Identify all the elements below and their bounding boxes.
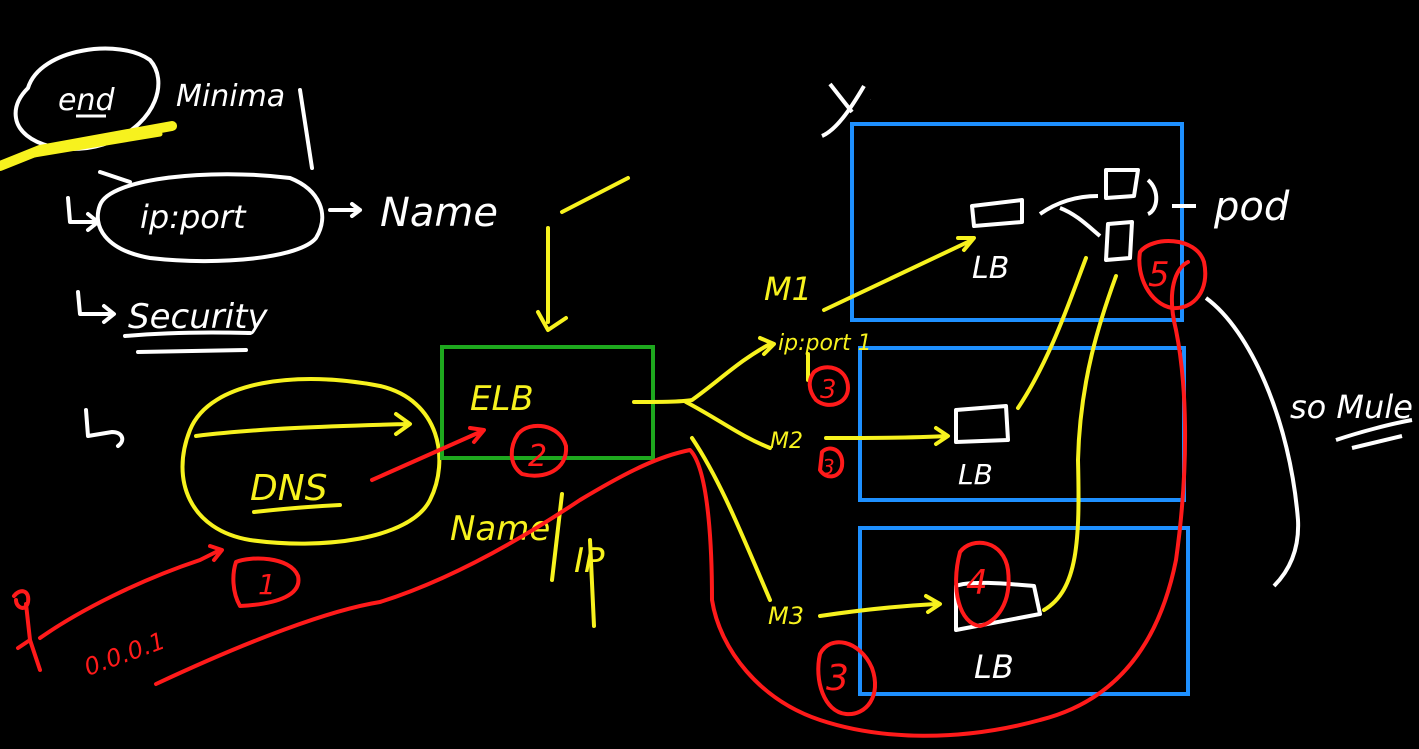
so-mule-bracket (1204, 296, 1301, 588)
label-m3: M3 (768, 602, 804, 630)
label-name-top: Name (380, 190, 498, 236)
path-return (154, 260, 1190, 738)
m1-arrow (822, 236, 976, 312)
ipport-ellipse (95, 172, 325, 264)
circle-step-1 (231, 556, 301, 608)
label-step-3c: 3 (826, 658, 849, 699)
lb-rect-3 (954, 580, 1042, 632)
circle-step-5 (1137, 239, 1208, 311)
dns-arrow-to-elb (194, 412, 412, 438)
name-arrow (328, 202, 362, 218)
dns-group (180, 176, 630, 546)
label-lb-1: LB (972, 251, 1009, 286)
elb-fanout (632, 336, 776, 602)
end-highlight (0, 121, 177, 171)
pod-brace (1146, 178, 1159, 216)
lb1-to-pods (1038, 194, 1102, 238)
branch-arrow-3 (84, 408, 125, 448)
lb3-to-pod (1042, 274, 1118, 612)
so-mule-underline (1335, 418, 1413, 450)
pod-rect-2 (1104, 220, 1134, 262)
dns-ellipse (180, 377, 442, 546)
circle-step-3a (807, 365, 850, 407)
m2-arrow (824, 426, 950, 446)
elb-name-ip-divider (550, 492, 564, 582)
label-step-3b: 3 (822, 455, 835, 479)
branch-arrow-2 (76, 290, 116, 324)
label-step-5: 5 (1148, 255, 1170, 295)
x-mark-1 (821, 82, 866, 138)
label-step-1: 1 (258, 568, 276, 601)
label-ip: IP (574, 541, 605, 581)
machine-box-1 (850, 122, 1184, 322)
label-end: end (58, 83, 115, 118)
label-security: Security (128, 297, 268, 337)
client-to-dns (38, 544, 224, 640)
notes-top-left (13, 46, 362, 448)
label-dns: DNS (250, 468, 328, 509)
label-minima: Minima (176, 79, 285, 114)
security-underline (123, 330, 252, 338)
ip-down-stroke (588, 538, 596, 628)
label-ipport: ip:port (140, 198, 247, 236)
lb-rect-1 (970, 198, 1024, 228)
client-figure (12, 589, 42, 672)
label-x: X (869, 99, 871, 101)
m3-arrow (818, 594, 942, 618)
label-lb-3: LB (974, 648, 1014, 686)
dns-arrow-down (536, 176, 630, 332)
label-m1-ipport: ip:port 1 (778, 331, 872, 356)
label-step-2: 2 (528, 439, 547, 474)
label-elb: ELB (470, 379, 534, 419)
label-m2: M2 (770, 429, 803, 454)
machine-arrows (806, 236, 1118, 618)
circle-step-3c (816, 640, 878, 717)
request-path (12, 239, 1208, 738)
circle-step-2 (509, 424, 569, 478)
label-step-3a: 3 (820, 375, 837, 405)
elb-annotations (550, 336, 776, 628)
ipport-connector (98, 170, 132, 184)
pod-rect-1 (1104, 168, 1140, 200)
circle-step-4 (954, 540, 1011, 628)
lb-rect-2 (954, 404, 1010, 444)
dns-underline (252, 503, 342, 514)
label-step-4: 4 (966, 563, 988, 603)
lb2-to-pod (1016, 256, 1088, 410)
branch-arrow-1 (66, 196, 100, 232)
dns-to-elb-red (370, 426, 486, 482)
minima-stroke (298, 88, 314, 170)
label-m1: M1 (764, 270, 812, 308)
label-pod: pod (1213, 184, 1290, 230)
circle-step-3b (818, 446, 845, 479)
label-so-mule: so Mule (1290, 388, 1413, 426)
lb-and-pods (821, 82, 1413, 632)
label-lb-2: LB (958, 458, 993, 491)
security-underline-2 (136, 348, 248, 354)
